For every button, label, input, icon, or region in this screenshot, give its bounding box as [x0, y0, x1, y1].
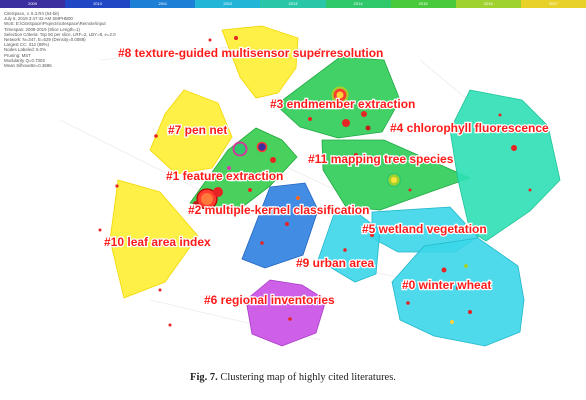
cluster-label-8: #8 texture-guided multisensor superresol…	[118, 46, 383, 60]
metadata-line: WoS: E:\CiteSpace\Projects\citespace\Rem…	[4, 21, 106, 27]
cluster-label-2: #2 multiple-kernel classification	[188, 203, 369, 217]
metadata-line: Mean Silhouette=0.3686	[4, 63, 52, 69]
citespace-metadata: CiteSpace, v. 5.3.R4 (64-bit)July 6, 201…	[4, 11, 116, 68]
metadata-line: CiteSpace, v. 5.3.R4 (64-bit)	[4, 11, 60, 16]
metadata-line: Pruning: MST	[4, 52, 31, 58]
timeline-segment: 2010	[65, 0, 131, 8]
timeline-year: 2016	[483, 1, 493, 6]
cluster-hull-10	[109, 179, 199, 299]
cluster-label-10: #10 leaf area index	[104, 235, 211, 249]
cluster-label-0: #0 winter wheat	[402, 278, 491, 292]
cluster-map-svg: #8 texture-guided multisensor superresol…	[59, 25, 561, 347]
timeline-segment: 2013	[260, 0, 326, 8]
cluster-hull-9	[317, 211, 381, 283]
timeline-year: 2010	[93, 1, 103, 6]
timeline-color-bar: 2009 2010 2011 2012 2013 2014 2015 2016 2017	[0, 0, 586, 8]
metadata-line: Network: N=347, E=529 (Density=0.0088)	[4, 37, 86, 43]
timeline-segment: 2014	[325, 0, 391, 8]
figure-caption: Fig. 7. Clustering map of highly cited l…	[0, 372, 586, 383]
timeline-segment: 2017	[520, 0, 586, 8]
cluster-hull-7	[149, 89, 233, 175]
cluster-label-3: #3 endmember extraction	[270, 97, 415, 111]
metadata-line: Modularity Q=0.7302	[4, 57, 45, 63]
metadata-line: Timespan: 2009-2019 (Slice Length=1)	[4, 26, 80, 32]
cluster-hull-8	[221, 25, 299, 99]
metadata-line: Largest CC: 312 (89%)	[4, 42, 49, 48]
cluster-hull-6	[245, 279, 327, 347]
network-nodes	[98, 36, 532, 327]
cluster-label-9: #9 urban area	[296, 256, 374, 270]
cluster-label-5: #5 wetland vegetation	[362, 222, 487, 236]
cluster-hull-2	[241, 182, 319, 269]
timeline-segment: 2009	[0, 0, 66, 8]
timeline-segment: 2015	[390, 0, 456, 8]
timeline-year: 2014	[353, 1, 363, 6]
cluster-label-1: #1 feature extraction	[166, 169, 283, 183]
metadata-line: Nodes Labeled: 5.0%	[4, 47, 46, 53]
cluster-hull-4	[449, 89, 561, 242]
timeline-year: 2017	[548, 1, 558, 6]
caption-prefix: Fig. 7.	[190, 372, 218, 383]
timeline-year: 2015	[418, 1, 428, 6]
cluster-hull-0	[391, 237, 525, 347]
timeline-year: 2009	[28, 1, 37, 6]
cluster-label-11: #11 mapping tree species	[308, 152, 454, 166]
metadata-line: Selection Criteria: Top 50 per slice, LR…	[4, 31, 116, 37]
timeline-segment: 2011	[130, 0, 196, 8]
cluster-label-7: #7 pen net	[168, 123, 227, 137]
cluster-labels: #8 texture-guided multisensor superresol…	[103, 45, 550, 308]
timeline-segment: 2012	[195, 0, 261, 8]
cluster-label-4: #4 chlorophyll fluorescence	[390, 121, 549, 135]
timeline-year: 2012	[223, 1, 233, 6]
caption-text: Clustering map of highly cited literatur…	[220, 372, 396, 383]
clustering-map-figure: 2009 2010 2011 2012 2013 2014 2015 2016 2017 Cit…	[0, 0, 586, 347]
timeline-year: 2013	[288, 1, 298, 6]
metadata-line: July 6, 2019 3:47:42 AM SMPHB00	[4, 16, 73, 22]
cluster-label-6: #6 regional inventories	[204, 293, 335, 307]
timeline-segment: 2016	[455, 0, 521, 8]
timeline-year: 2011	[158, 1, 168, 6]
